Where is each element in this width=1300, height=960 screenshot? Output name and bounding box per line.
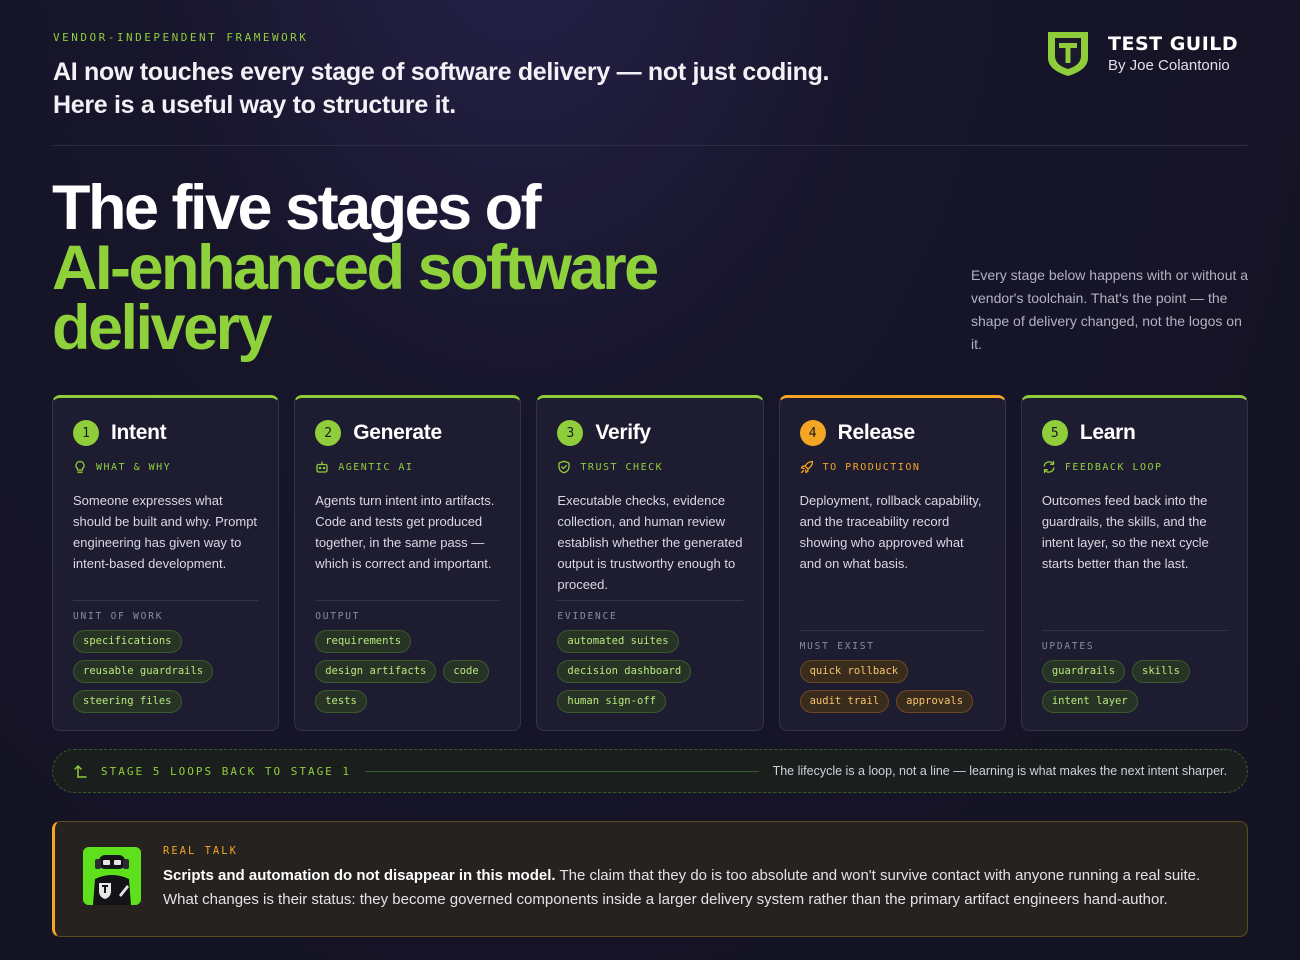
- stage-number-badge: 4: [799, 420, 826, 446]
- loop-text: The lifecycle is a loop, not a line — le…: [772, 764, 1227, 778]
- stage-subtitle: TO PRODUCTION: [822, 461, 921, 473]
- tag: requirements: [315, 630, 412, 653]
- stage-footer-label: UNIT OF WORK: [73, 611, 164, 622]
- hero-line-3: delivery: [52, 293, 273, 363]
- stage-footer-label: MUST EXIST: [799, 641, 875, 652]
- lightbulb-icon: [75, 460, 85, 473]
- stage-subtitle: FEEDBACK LOOP: [1064, 461, 1163, 473]
- stage-description: Executable checks, evidence collection, …: [557, 493, 743, 592]
- hero-line-1: The five stages of: [52, 173, 542, 243]
- tag: tests: [315, 690, 367, 713]
- stage-description: Outcomes feed back into the guardrails, …: [1041, 493, 1209, 571]
- tag: guardrails: [1041, 660, 1126, 683]
- tag: quick rollback: [799, 660, 909, 683]
- stage-subtitle: AGENTIC AI: [338, 461, 414, 473]
- stage-description: Agents turn intent into artifacts. Code …: [315, 493, 495, 571]
- stage-title: Learn: [1079, 421, 1136, 444]
- real-talk-body: Scripts and automation do not disappear …: [163, 864, 1233, 912]
- headline-line-2: Here is a useful way to structure it.: [53, 91, 456, 119]
- card-divider: [73, 600, 259, 601]
- hero-title: The five stages of AI-enhanced software …: [52, 173, 659, 363]
- stage-title: Release: [837, 421, 916, 444]
- card-divider: [557, 600, 743, 601]
- real-talk-callout: REAL TALK Scripts and automation do not …: [52, 821, 1248, 937]
- tag: specifications: [73, 630, 182, 653]
- tag: reusable guardrails: [73, 660, 214, 683]
- shield-check-icon: [558, 460, 571, 474]
- stage-number-badge: 5: [1041, 420, 1068, 446]
- tag: steering files: [73, 690, 182, 713]
- stage-card-generate: 2 Generate AGENTIC AI Agents turn intent…: [294, 395, 522, 731]
- stage-title: Verify: [595, 421, 651, 444]
- refresh-icon: [1043, 460, 1055, 474]
- stage-description: Deployment, rollback capability, and the…: [799, 493, 982, 571]
- tag: audit trail: [799, 690, 890, 713]
- real-talk-bold: Scripts and automation do not disappear …: [163, 867, 556, 884]
- tag: human sign-off: [557, 690, 666, 713]
- robot-mascot-avatar: [83, 847, 141, 905]
- stage-card-intent: 1 Intent WHAT & WHY Someone expresses wh…: [52, 395, 280, 731]
- loop-connector-line: [365, 770, 759, 772]
- loop-banner: STAGE 5 LOOPS BACK TO STAGE 1 The lifecy…: [52, 749, 1248, 793]
- stage-subtitle: TRUST CHECK: [580, 461, 664, 473]
- real-talk-label: REAL TALK: [163, 845, 238, 857]
- stage-footer-label: UPDATES: [1041, 641, 1095, 652]
- tag: approvals: [896, 690, 974, 713]
- real-talk-text: The claim that they do is too absolute a…: [163, 867, 1201, 908]
- card-divider: [799, 630, 985, 631]
- tag: skills: [1132, 660, 1190, 683]
- tag: automated suites: [557, 630, 679, 653]
- page-headline: AI now touches every stage of software d…: [53, 56, 953, 122]
- loop-back-arrow-icon: [74, 765, 87, 778]
- brand-logo[interactable]: TEST GUILD By Joe Colantonio: [1044, 28, 1238, 78]
- headline-line-1: AI now touches every stage of software d…: [53, 58, 830, 86]
- stage-cards: 1 Intent WHAT & WHY Someone expresses wh…: [52, 395, 1249, 731]
- eyebrow-label: VENDOR-INDEPENDENT FRAMEWORK: [53, 31, 309, 44]
- hero-intro: Every stage below happens with or withou…: [971, 267, 1249, 352]
- card-divider: [315, 600, 501, 601]
- loop-label: STAGE 5 LOOPS BACK TO STAGE 1: [101, 764, 352, 778]
- stage-card-verify: 3 Verify TRUST CHECK Executable checks, …: [536, 395, 764, 731]
- rocket-icon: [800, 460, 813, 474]
- header-divider: [53, 145, 1248, 146]
- stage-title: Intent: [111, 421, 167, 444]
- stage-footer-label: OUTPUT: [315, 611, 361, 622]
- tag: intent layer: [1041, 690, 1138, 713]
- stage-number-badge: 2: [315, 420, 342, 446]
- stage-card-release: 4 Release TO PRODUCTION Deployment, roll…: [778, 395, 1006, 731]
- stage-footer-label: EVIDENCE: [557, 611, 618, 622]
- stage-subtitle: WHAT & WHY: [96, 461, 172, 473]
- card-divider: [1041, 630, 1228, 631]
- stage-number-badge: 1: [73, 420, 99, 446]
- shield-t-logo-icon: [1048, 32, 1088, 76]
- hero-line-2: AI-enhanced software: [52, 233, 659, 303]
- tag: code: [443, 660, 489, 683]
- tag: decision dashboard: [557, 660, 692, 683]
- stage-card-learn: 5 Learn FEEDBACK LOOP Outcomes feed back…: [1020, 395, 1249, 731]
- stage-number-badge: 3: [557, 420, 584, 446]
- brand-name: TEST GUILD: [1108, 32, 1239, 55]
- stage-description: Someone expresses what should be built a…: [73, 493, 258, 571]
- robot-icon: [316, 461, 328, 473]
- tag: design artifacts: [315, 660, 437, 683]
- stage-title: Generate: [353, 421, 442, 444]
- brand-byline: By Joe Colantonio: [1108, 56, 1230, 74]
